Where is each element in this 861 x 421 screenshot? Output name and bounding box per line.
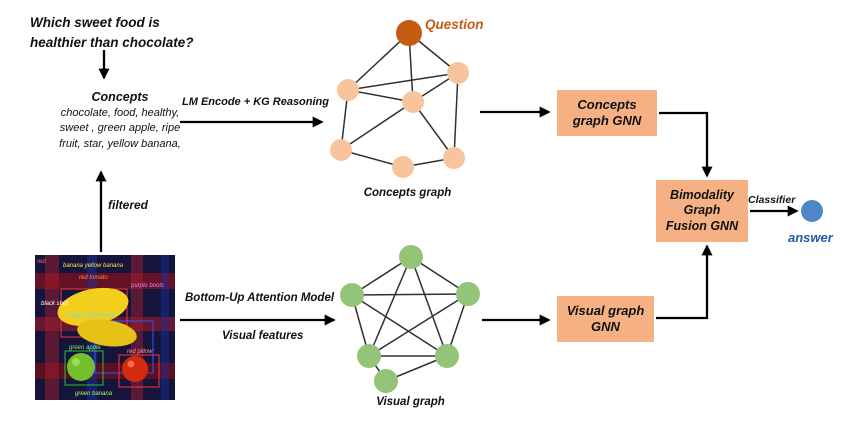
region-label: purple boots [130,283,164,289]
visual-node [399,245,423,269]
lm-encode-label: LM Encode + KG Reasoning [182,96,329,108]
region-label: hand hand branch [67,313,116,319]
bounding-box [118,354,160,388]
answer-node [801,200,823,222]
visual-graph-caption: Visual graph [376,396,445,408]
visual-node [374,369,398,393]
concept-node [330,139,352,161]
fusion-gnn-box: Bimodality Graph Fusion GNN [656,180,748,242]
input-image-art: red banana yellow banana red tomato purp… [35,255,175,400]
concepts-gnn-box: Concepts graph GNN [557,90,657,136]
concepts-graph-nodes [330,20,469,178]
visual-graph-nodes [340,245,480,393]
plaid-stripe [45,255,59,400]
region-label: red tomato [79,275,108,281]
concepts-block: Concepts chocolate, food, healthy, sweet… [45,90,195,152]
concept-node [402,91,424,113]
visual-graph-edges [351,256,469,382]
red-apple-shape [122,356,148,382]
visual-node [357,344,381,368]
banana-shape [77,319,137,347]
answer-label: answer [788,230,833,245]
arrow-concepts-gnn-to-fusion [659,111,713,178]
bounding-box [64,350,104,386]
apple-highlight [127,360,135,368]
concept-node [447,62,469,84]
question-node [396,20,422,46]
input-image: red banana yellow banana red tomato purp… [35,255,175,400]
concepts-graph-caption: Concepts graph [363,187,452,199]
question-text: Which sweet food is healthier than choco… [30,15,194,51]
concepts-list: chocolate, food, healthy, sweet , green … [59,107,181,150]
concepts-graph-edges [340,32,459,168]
region-label: red pillow [127,349,153,355]
classifier-label: Classifier [748,194,796,206]
region-label: green apple [69,345,101,351]
concepts-title: Concepts [91,90,149,104]
visual-gnn-box: Visual graph GNN [557,296,654,342]
filtered-label: filtered [108,198,149,212]
visual-features-label: Visual features [222,330,304,342]
region-label: red [37,259,46,265]
visual-node [340,283,364,307]
banana-shape [57,287,129,327]
plaid-stripe [161,255,169,400]
region-label: banana yellow banana [63,263,124,269]
arrow-visual-gnn-to-fusion [656,244,713,320]
concept-node [392,156,414,178]
region-label: black shirt [41,301,68,307]
visual-node [435,344,459,368]
question-node-label: Question [425,17,484,32]
green-apple-shape [67,353,95,381]
concept-node [443,147,465,169]
apple-highlight [72,358,80,366]
bottom-up-attention-label: Bottom-Up Attention Model [185,292,335,304]
region-label: green banana [75,391,113,397]
concept-node [337,79,359,101]
visual-node [456,282,480,306]
